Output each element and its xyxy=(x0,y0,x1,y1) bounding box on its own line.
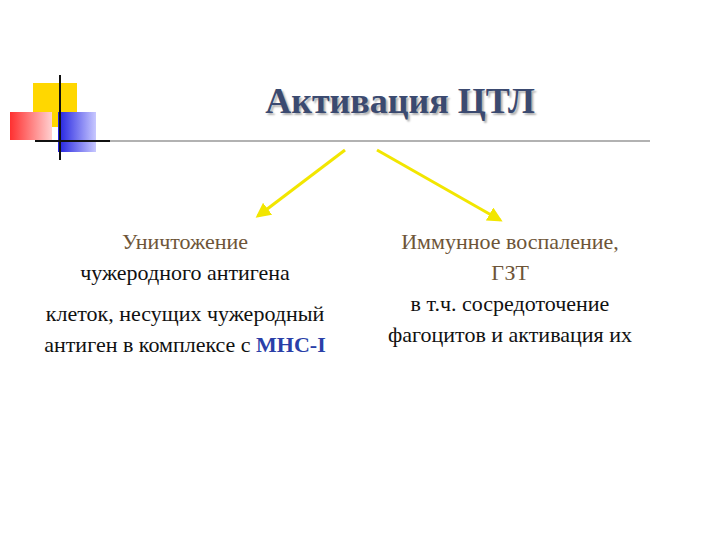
mhc-term: MHC-I xyxy=(256,332,326,357)
slide-title: Активация ЦТЛ xyxy=(150,80,650,122)
branch-heading: Уничтожение xyxy=(30,226,340,257)
logo-vline xyxy=(59,75,61,160)
title-rule xyxy=(110,140,650,142)
yellow-arrow xyxy=(377,150,500,220)
logo-squares xyxy=(10,75,110,160)
branch-text: в т.ч. сосредоточение фагоцитов и актива… xyxy=(385,288,635,350)
branch-heading: Иммунное воспаление, ГЗТ xyxy=(400,226,620,288)
logo-hline xyxy=(35,140,110,142)
yellow-arrow xyxy=(258,150,345,216)
blue-square xyxy=(58,112,96,152)
red-square xyxy=(10,112,52,140)
branch-text: чужеродного антигена xyxy=(30,257,340,288)
text-group: Уничтожениечужеродного антигенаклеток, н… xyxy=(30,226,340,360)
text-group: Иммунное воспаление, ГЗТв т.ч. сосредото… xyxy=(360,226,660,350)
